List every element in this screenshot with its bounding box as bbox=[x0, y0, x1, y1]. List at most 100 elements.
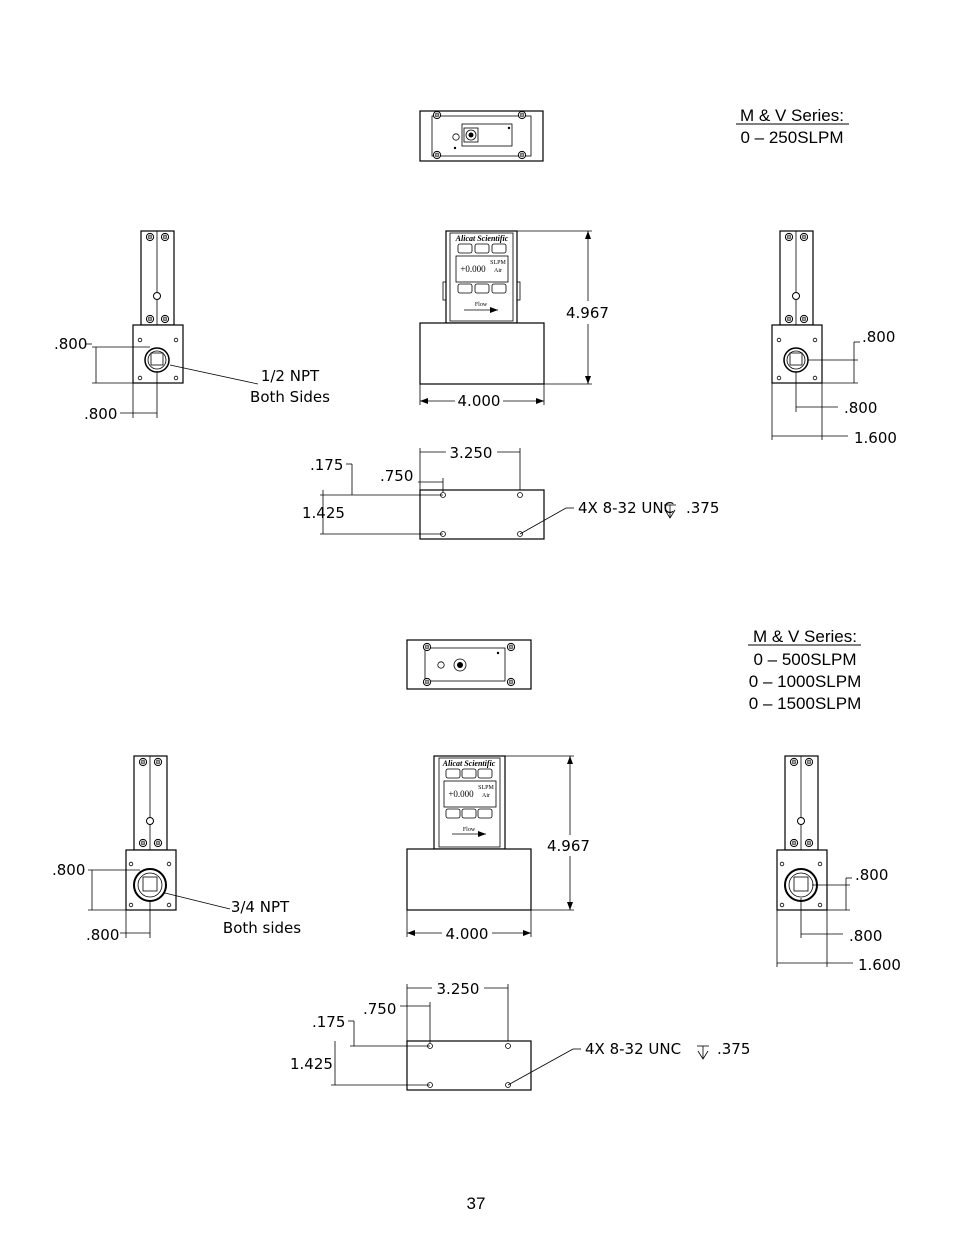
screw-icon bbox=[153, 757, 163, 767]
bottom-right-width-dim: 1.600 bbox=[776, 910, 901, 974]
top-thread-depth: .375 bbox=[686, 499, 719, 517]
bottom-bottom-edge-x-dim: .750 bbox=[363, 1000, 431, 1043]
bottom-left-height-value: .800 bbox=[52, 861, 85, 879]
top-plan-view bbox=[419, 110, 544, 162]
bottom-bottom-spacing-y-dim: 1.425 bbox=[290, 1041, 430, 1086]
top-bottom-edge-y-value: .175 bbox=[310, 456, 343, 474]
bottom-device-unit: SLPM bbox=[478, 785, 494, 791]
screw-icon bbox=[784, 232, 794, 242]
bottom-series-range-2: 0 – 1000SLPM bbox=[749, 672, 861, 691]
bottom-series-title: M & V Series: bbox=[753, 627, 857, 646]
top-series-label: M & V Series: 0 – 250SLPM bbox=[736, 106, 849, 147]
screw-icon bbox=[804, 838, 814, 848]
top-bottom-edge-x-value: .750 bbox=[380, 467, 413, 485]
screw-icon bbox=[789, 838, 799, 848]
screw-icon bbox=[138, 757, 148, 767]
top-bottom-spacing-y-value: 1.425 bbox=[302, 504, 345, 522]
screw-icon bbox=[145, 232, 155, 242]
bottom-series-range-3: 0 – 1500SLPM bbox=[749, 694, 861, 713]
top-front-height-dim: 4.967 bbox=[517, 230, 609, 385]
bottom-left-width-dim: .800 bbox=[86, 900, 151, 944]
bottom-device-reading: +0.000 bbox=[448, 789, 474, 799]
bottom-right-height-value: .800 bbox=[855, 866, 888, 884]
screw-icon bbox=[145, 314, 155, 324]
top-right-view bbox=[771, 230, 823, 384]
bottom-bottom-edge-x-value: .750 bbox=[363, 1000, 396, 1018]
bottom-section: M & V Series: 0 – 500SLPM 0 – 1000SLPM 0… bbox=[52, 627, 901, 1091]
screw-icon bbox=[804, 757, 814, 767]
top-npt-label-line1: 1/2 NPT bbox=[261, 367, 320, 385]
top-series-title: M & V Series: bbox=[740, 106, 844, 125]
bottom-series-label: M & V Series: 0 – 500SLPM 0 – 1000SLPM 0… bbox=[748, 627, 861, 713]
bottom-bottom-view bbox=[406, 1040, 532, 1091]
bottom-front-width-value: 4.000 bbox=[446, 925, 489, 943]
bottom-thread-callout: 4X 8-32 UNC .375 bbox=[507, 1040, 750, 1086]
connector-icon bbox=[452, 133, 460, 141]
depth-symbol-icon bbox=[697, 1045, 709, 1060]
screw-icon bbox=[422, 642, 432, 652]
screw-icon bbox=[506, 642, 516, 652]
screw-icon bbox=[138, 838, 148, 848]
bottom-bottom-spacing-dim: 3.250 bbox=[406, 980, 509, 1041]
connector-icon bbox=[437, 661, 445, 669]
bottom-bottom-spacing-value: 3.250 bbox=[437, 980, 480, 998]
bottom-right-offset-dim: .800 bbox=[800, 898, 882, 945]
screw-icon bbox=[160, 314, 170, 324]
top-thread-callout: 4X 8-32 UNC .375 bbox=[519, 499, 719, 535]
top-left-height-value: .800 bbox=[54, 335, 87, 353]
bottom-thread-note: 4X 8-32 UNC bbox=[585, 1040, 681, 1058]
top-front-height-value: 4.967 bbox=[566, 304, 609, 322]
bottom-device-gas: Air bbox=[482, 793, 490, 799]
bottom-right-width-value: 1.600 bbox=[858, 956, 901, 974]
top-thread-note: 4X 8-32 UNC bbox=[578, 499, 674, 517]
bottom-series-range-1: 0 – 500SLPM bbox=[753, 650, 856, 669]
screw-icon bbox=[789, 757, 799, 767]
bottom-right-view bbox=[776, 755, 828, 911]
top-device-brand: Alicat Scientific bbox=[455, 234, 509, 243]
top-device-reading: +0.000 bbox=[460, 264, 486, 274]
top-bottom-spacing-y-dim: 1.425 bbox=[302, 490, 443, 535]
bottom-left-height-dim: .800 bbox=[52, 861, 140, 911]
bottom-front-width-dim: 4.000 bbox=[406, 910, 532, 943]
top-left-view bbox=[132, 230, 184, 384]
top-right-height-dim: .800 bbox=[808, 328, 895, 384]
screw-icon bbox=[517, 150, 527, 160]
bottom-left-view bbox=[125, 755, 177, 911]
top-left-width-dim: .800 bbox=[84, 372, 158, 423]
bottom-front-height-dim: 4.967 bbox=[505, 755, 590, 911]
bottom-thread-depth: .375 bbox=[717, 1040, 750, 1058]
screw-icon bbox=[506, 677, 516, 687]
top-front-width-value: 4.000 bbox=[458, 392, 501, 410]
bottom-npt-label-line1: 3/4 NPT bbox=[231, 898, 290, 916]
top-left-height-dim: .800 bbox=[54, 335, 150, 384]
bottom-left-width-value: .800 bbox=[86, 926, 119, 944]
screw-icon bbox=[422, 677, 432, 687]
top-device-gas: Air bbox=[494, 268, 502, 274]
screw-icon bbox=[784, 314, 794, 324]
top-npt-label-line2: Both Sides bbox=[250, 388, 330, 406]
top-device-flow: Flow bbox=[475, 302, 488, 308]
bottom-front-height-value: 4.967 bbox=[547, 837, 590, 855]
bottom-device-flow: Flow bbox=[463, 827, 476, 833]
top-bottom-view bbox=[419, 489, 545, 540]
top-right-width-value: 1.600 bbox=[854, 429, 897, 447]
top-right-offset-value: .800 bbox=[844, 399, 877, 417]
screw-icon bbox=[432, 150, 442, 160]
top-bottom-edge-x-dim: .750 bbox=[380, 467, 444, 492]
bottom-device-brand: Alicat Scientific bbox=[442, 759, 496, 768]
top-right-width-dim: 1.600 bbox=[771, 383, 897, 447]
top-front-view: Alicat Scientific +0.000 SLPM Air Flow bbox=[419, 230, 545, 385]
top-front-width-dim: 4.000 bbox=[419, 384, 545, 410]
screw-icon bbox=[153, 838, 163, 848]
depth-symbol-icon bbox=[664, 504, 676, 519]
top-right-offset-dim: .800 bbox=[795, 372, 877, 417]
bottom-bottom-edge-y-dim: .175 bbox=[312, 1013, 430, 1047]
top-bottom-edge-y-dim: .175 bbox=[310, 456, 443, 496]
screw-icon bbox=[799, 314, 809, 324]
bottom-npt-callout: 3/4 NPT Both sides bbox=[164, 892, 301, 937]
bottom-bottom-edge-y-value: .175 bbox=[312, 1013, 345, 1031]
bottom-bottom-spacing-y-value: 1.425 bbox=[290, 1055, 333, 1073]
screw-icon bbox=[799, 232, 809, 242]
bottom-front-view: Alicat Scientific +0.000 SLPM Air Flow bbox=[406, 755, 532, 911]
screw-icon bbox=[517, 110, 527, 120]
